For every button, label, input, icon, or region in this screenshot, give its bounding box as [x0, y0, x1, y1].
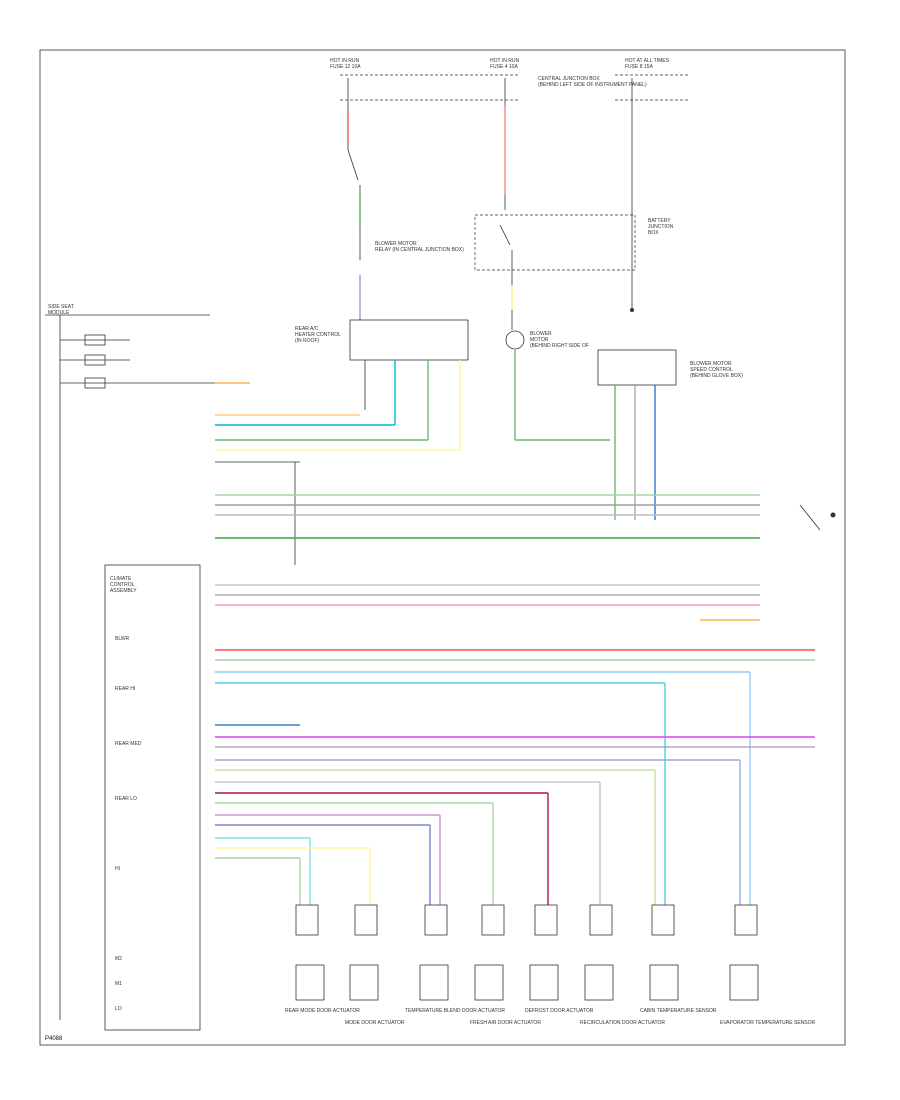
fuse-right-line1: HOT AT ALL TIMES [625, 58, 670, 64]
left-stack-4: REAR LO [115, 796, 137, 802]
ignition-switch [347, 149, 359, 181]
fuse-left-line2: FUSE 12 10A [330, 64, 361, 70]
blower-motor-note-1: BLOWER [530, 331, 552, 337]
comp-label-7: CABIN TEMPERATURE SENSOR [640, 1008, 717, 1014]
fuse-mid-line1: HOT IN RUN [490, 58, 519, 64]
right-switch [799, 504, 821, 531]
diagram-frame [39, 49, 846, 1046]
right-fuse-note-2: JUNCTION [648, 224, 674, 230]
rear-heater-note-3: (IN ROOF) [295, 338, 319, 344]
relay-contact [499, 224, 511, 246]
right-fuse-note-3: BOX [648, 230, 659, 236]
hvac-label-3: ASSEMBLY [110, 588, 137, 594]
right-ground-node [830, 512, 836, 518]
component-boxes [295, 964, 759, 1001]
mid-fuse-note-2: (BEHIND LEFT SIDE OF INSTRUMENT PANEL) [538, 82, 647, 88]
comp-label-8: EVAPORATOR TEMPERATURE SENSOR [720, 1020, 815, 1026]
hvac-label-2: CONTROL [110, 582, 135, 588]
blower-relay-note-2: RELAY (IN CENTRAL JUNCTION BOX) [375, 247, 464, 253]
hvac-label-1: CLIMATE [110, 576, 132, 582]
comp-label-4: FRESH AIR DOOR ACTUATOR [470, 1020, 541, 1026]
blower-relay-note-1: BLOWER MOTOR [375, 241, 417, 247]
rear-heater-module-box [349, 319, 469, 361]
left-stack-1: BLWR [115, 636, 129, 642]
fuse-left-line1: HOT IN RUN [330, 58, 359, 64]
comp-label-5: DEFROST DOOR ACTUATOR [525, 1008, 594, 1014]
left-module-title-2: MODULE [48, 310, 70, 316]
mid-fuse-note-1: CENTRAL JUNCTION BOX [538, 76, 600, 82]
left-stack-3: REAR MED [115, 741, 142, 747]
left-stack-7: M1 [115, 981, 122, 987]
left-switch-row-2 [60, 354, 130, 366]
blower-motor-note-2: MOTOR [530, 337, 549, 343]
connector-stack [295, 904, 758, 936]
blower-motor-note-3: (BEHIND RIGHT SIDE OF [530, 343, 589, 349]
fuse-right-line2: FUSE 8 15A [625, 64, 653, 70]
footer-code: P4088 [45, 1036, 63, 1042]
comp-label-1: REAR MODE DOOR ACTUATOR [285, 1008, 360, 1014]
comp-label-2: MODE DOOR ACTUATOR [345, 1020, 405, 1026]
blower-relay-box [474, 214, 636, 271]
blower-speed-control-box [597, 349, 677, 386]
ground-node [630, 308, 634, 312]
rear-heater-note-1: REAR A/C [295, 326, 319, 332]
left-module-title-1: SIDE SEAT [48, 304, 74, 310]
blower-motor-symbol [505, 330, 525, 350]
climate-control-box [104, 564, 201, 1031]
comp-label-6: RECIRCULATION DOOR ACTUATOR [580, 1020, 665, 1026]
blower-speed-note-1: BLOWER MOTOR [690, 361, 732, 367]
left-stack-6: M2 [115, 956, 122, 962]
right-fuse-note-1: BATTERY [648, 218, 671, 224]
left-stack-5: HI [115, 866, 120, 872]
blower-speed-note-2: SPEED CONTROL [690, 367, 733, 373]
blower-speed-note-3: (BEHIND GLOVE BOX) [690, 373, 743, 379]
left-stack-8: LO [115, 1006, 122, 1012]
left-stack-2: REAR HI [115, 686, 135, 692]
comp-label-3: TEMPERATURE BLEND DOOR ACTUATOR [405, 1008, 505, 1014]
rear-heater-note-2: HEATER CONTROL [295, 332, 341, 338]
left-switch-row-1 [60, 334, 130, 346]
fuse-mid-line2: FUSE 4 10A [490, 64, 518, 70]
